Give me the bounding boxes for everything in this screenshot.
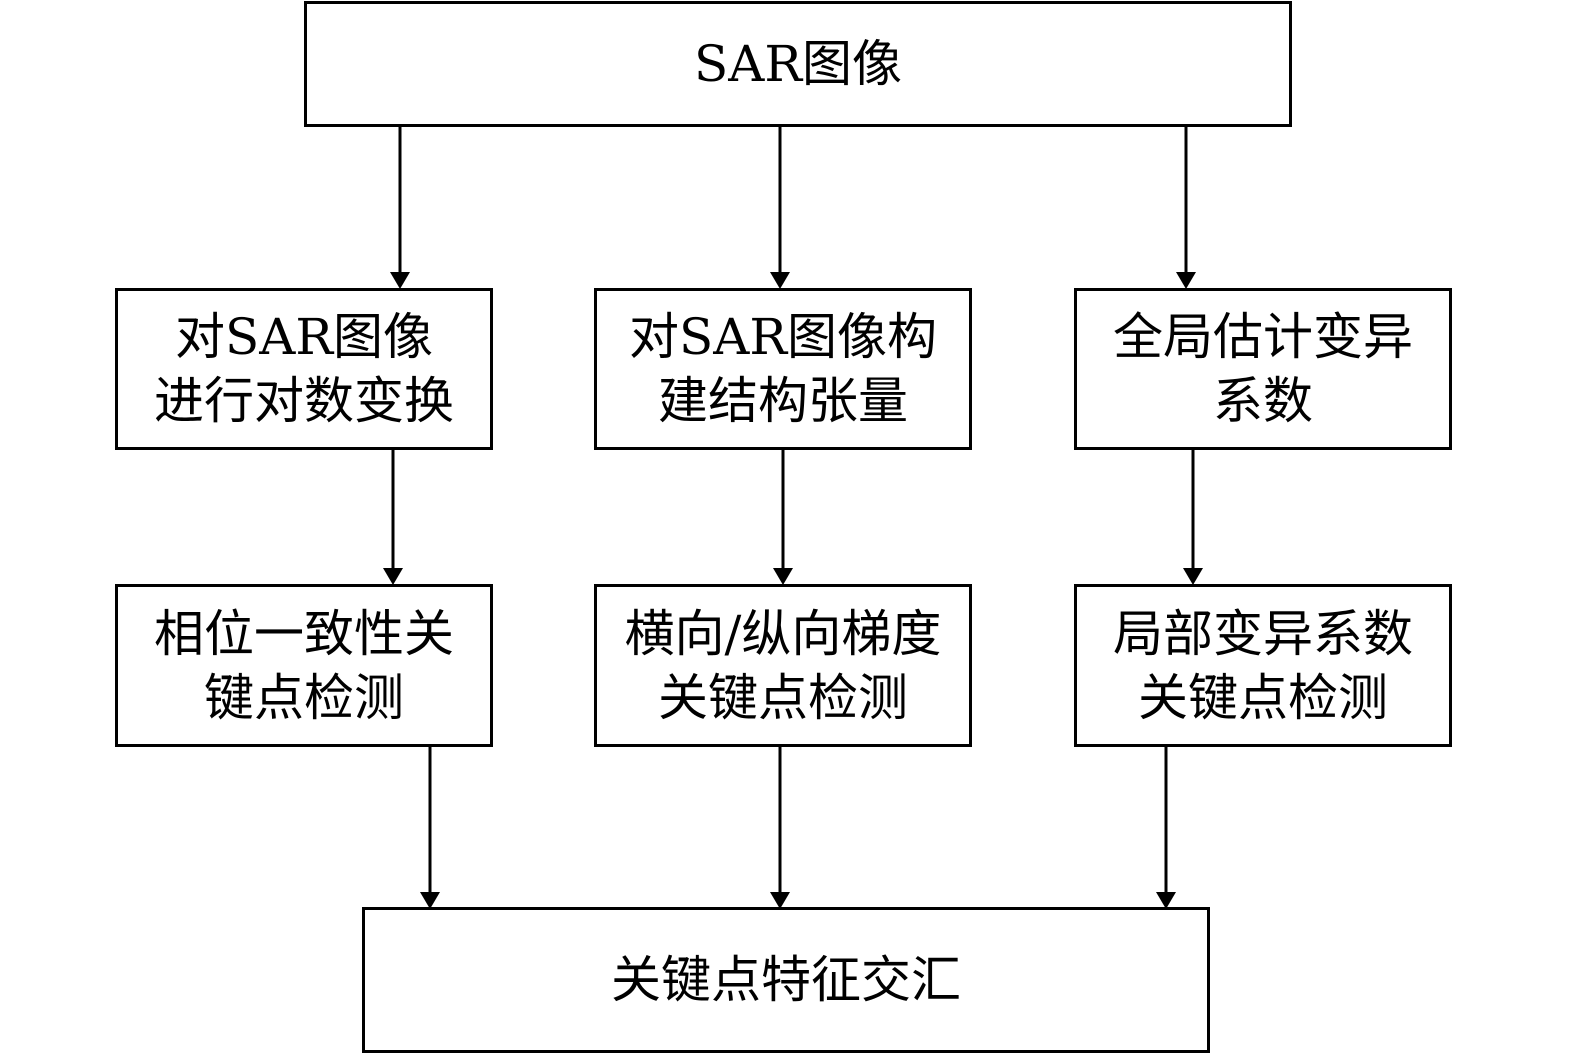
arrowhead (1156, 892, 1176, 909)
node-label-line: 对SAR图像构 (628, 308, 937, 366)
node-label-line: 关键点检测 (658, 668, 908, 727)
node-structure-tensor: 对SAR图像构 建结构张量 (594, 288, 972, 450)
arrowhead (420, 892, 440, 909)
node-sar-image: SAR图像 (304, 1, 1292, 127)
node-label-line: 进行对数变换 (154, 372, 454, 430)
node-label-line: 键点检测 (204, 668, 404, 727)
node-keypoint-fusion: 关键点特征交汇 (362, 907, 1210, 1053)
node-local-cv-keypoints: 局部变异系数 关键点检测 (1074, 584, 1452, 747)
node-label-line: 建结构张量 (658, 372, 908, 430)
node-label-line: 关键点检测 (1138, 668, 1388, 727)
arrowhead (773, 568, 793, 585)
arrowhead (770, 892, 790, 909)
node-label-line: 相位一致性关 (154, 604, 454, 663)
node-log-transform: 对SAR图像 进行对数变换 (115, 288, 493, 450)
arrowhead (1176, 272, 1196, 289)
node-phase-congruency: 相位一致性关 键点检测 (115, 584, 493, 747)
node-label-line: 全局估计变异 (1113, 308, 1413, 366)
node-gradient-keypoints: 横向/纵向梯度 关键点检测 (594, 584, 972, 747)
node-label: SAR图像 (693, 35, 902, 93)
arrowhead (1183, 568, 1203, 585)
arrowhead (770, 272, 790, 289)
node-label-line: 横向/纵向梯度 (624, 604, 942, 663)
node-label: 关键点特征交汇 (611, 951, 961, 1009)
arrowhead (390, 272, 410, 289)
node-label-line: 局部变异系数 (1113, 604, 1413, 663)
arrowhead (383, 568, 403, 585)
node-global-cv: 全局估计变异 系数 (1074, 288, 1452, 450)
node-label-line: 系数 (1213, 372, 1313, 430)
node-label-line: 对SAR图像 (174, 308, 433, 366)
